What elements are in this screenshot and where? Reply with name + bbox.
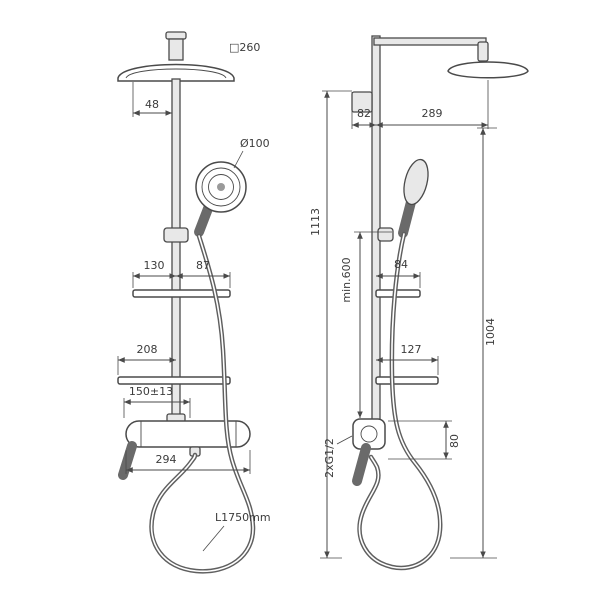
mixer-body-front — [125, 420, 251, 448]
slider-bracket-front — [163, 227, 189, 243]
slider-bracket-side — [377, 227, 394, 242]
dim-label-84: 84 — [394, 258, 408, 271]
rain-head-side — [447, 61, 529, 79]
dim-label-260: □260 — [229, 41, 260, 54]
dim-label-82: 82 — [357, 107, 371, 120]
leader-line — [336, 435, 353, 445]
dim-label-289: 289 — [422, 107, 443, 120]
dimension-head-size: □260 — [229, 41, 260, 54]
hand-shower-handle-side — [398, 197, 416, 238]
hand-shower-face-center — [217, 183, 225, 191]
dimension-total-height: 1113 — [309, 90, 352, 559]
dim-label-1004: 1004 — [484, 318, 497, 346]
dim-label-48: 48 — [145, 98, 159, 111]
head-elbow-side — [477, 41, 489, 62]
dim-label-208: 208 — [137, 343, 158, 356]
shower-hose-front-highlight — [150, 235, 254, 573]
dimension-column-height: 1004 — [450, 127, 497, 559]
mixer-lever-side — [352, 443, 371, 486]
dimension-lower-shelf: 208 — [117, 343, 176, 375]
mixer-cap-side — [360, 425, 378, 443]
dimension-mixer-width: 294 — [125, 450, 251, 474]
dimension-lower-shelf-depth: 127 — [376, 343, 439, 375]
upper-shelf-front — [132, 289, 231, 298]
hand-shower-handle-front — [194, 201, 214, 237]
dim-label-80: 80 — [448, 434, 461, 448]
ceiling-connector — [165, 31, 187, 40]
dimension-head-offset: 48 — [132, 82, 172, 117]
hand-shower-head-side — [403, 158, 429, 206]
rain-head-front — [117, 63, 235, 82]
lower-shelf-front — [117, 376, 231, 385]
head-arm-side — [373, 37, 487, 46]
dim-label-100: Ø100 — [240, 137, 270, 150]
dimension-hand-shower-diameter: Ø100 — [233, 137, 270, 169]
shower-hose-side-highlight — [358, 233, 441, 569]
dim-label-127: 127 — [401, 343, 422, 356]
head-stem — [168, 38, 184, 61]
leader-line — [233, 150, 244, 169]
hand-shower-face-ring-inner — [208, 174, 234, 200]
dimension-mixer-height: 80 — [388, 420, 461, 460]
dim-label-min600: min.600 — [340, 257, 353, 302]
leader-line — [202, 525, 225, 552]
hand-shower-face-ring — [201, 167, 241, 207]
dimension-shelf-depth: 84 — [376, 258, 421, 288]
dim-label-hose: L1750mm — [215, 511, 271, 524]
dimension-min-height: min.600 — [340, 231, 392, 418]
dim-label-2xG12: 2xG1/2 — [323, 438, 336, 478]
dim-label-130: 130 — [144, 259, 165, 272]
dim-label-150: 150±13 — [129, 385, 173, 398]
dimension-inlet-spacing: 150±13 — [123, 385, 191, 418]
front-view: 48 □260 Ø100 130 87 208 150±13 — [117, 31, 271, 574]
rain-head-rim-line — [125, 68, 227, 79]
mixer-lever-front — [118, 441, 137, 480]
lower-shelf-side — [375, 376, 439, 385]
riser-column-front — [171, 78, 181, 423]
dim-label-1113: 1113 — [309, 208, 322, 236]
dimension-connections: 2xG1/2 — [323, 435, 353, 478]
upper-shelf-side — [375, 289, 421, 298]
dim-label-294: 294 — [156, 453, 177, 466]
side-view: 82 289 1113 min.600 1004 84 — [309, 35, 529, 571]
dimension-upper-shelf: 130 87 — [132, 259, 231, 288]
dim-label-87: 87 — [196, 259, 210, 272]
dimension-wall-offset-and-reach: 82 289 — [351, 80, 489, 129]
dimension-hose-length: L1750mm — [202, 511, 271, 552]
